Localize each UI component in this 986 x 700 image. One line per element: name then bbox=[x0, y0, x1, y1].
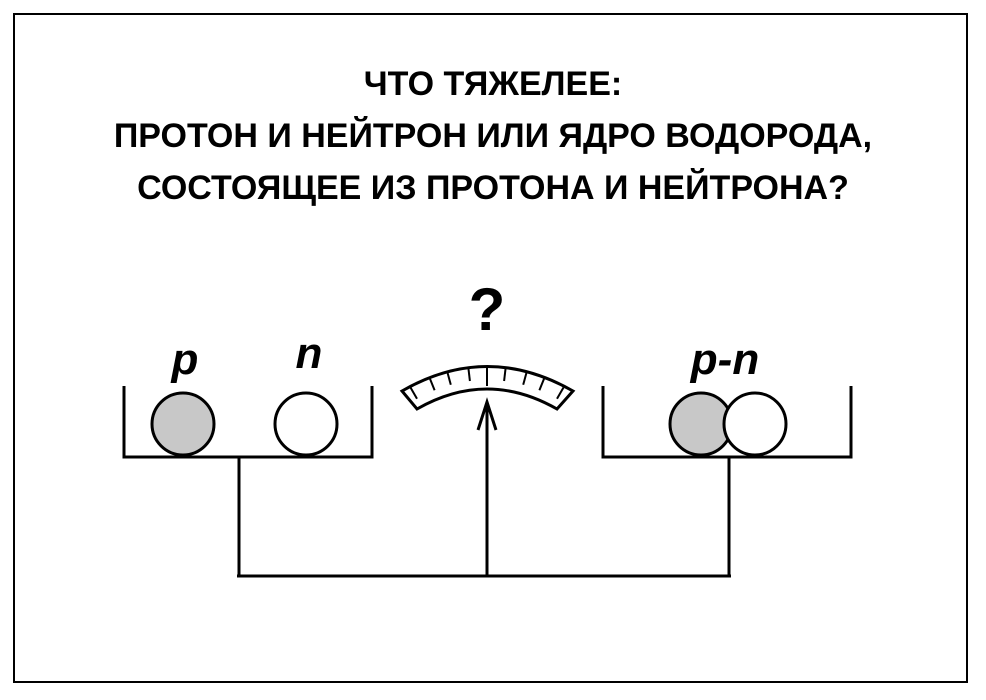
title: ЧТО ТЯЖЕЛЕЕ: ПРОТОН И НЕЙТРОН ИЛИ ЯДРО В… bbox=[0, 58, 986, 214]
title-line-3: СОСТОЯЩЕЕ ИЗ ПРОТОНА И НЕЙТРОНА? bbox=[137, 169, 849, 207]
scale-tick bbox=[522, 371, 528, 386]
diagram-frame bbox=[13, 13, 968, 683]
title-line-1: ЧТО ТЯЖЕЛЕЕ: bbox=[363, 65, 623, 103]
pointer-arrowhead bbox=[476, 397, 498, 431]
scale-tick bbox=[538, 377, 546, 391]
scale-tick bbox=[556, 387, 565, 400]
scale-tick bbox=[428, 377, 436, 391]
question-mark: ? bbox=[469, 276, 506, 343]
left-pan bbox=[122, 386, 374, 459]
scale-dial bbox=[399, 365, 576, 411]
neutron-circle bbox=[273, 391, 339, 457]
scale-ticks bbox=[409, 367, 565, 400]
scale-tick bbox=[503, 367, 507, 382]
nucleus-neutron-circle bbox=[722, 391, 788, 457]
scale-tick bbox=[409, 387, 418, 400]
right-pan bbox=[601, 386, 853, 459]
scale-tick bbox=[446, 371, 452, 386]
title-line-2: ПРОТОН И НЕЙТРОН ИЛИ ЯДРО ВОДОРОДА, bbox=[113, 117, 873, 155]
nucleus-label: p-n bbox=[690, 335, 759, 384]
neutron-label: n bbox=[296, 329, 323, 378]
scale-tick bbox=[467, 367, 471, 382]
proton-label: p bbox=[171, 335, 199, 384]
proton-circle bbox=[150, 391, 216, 457]
